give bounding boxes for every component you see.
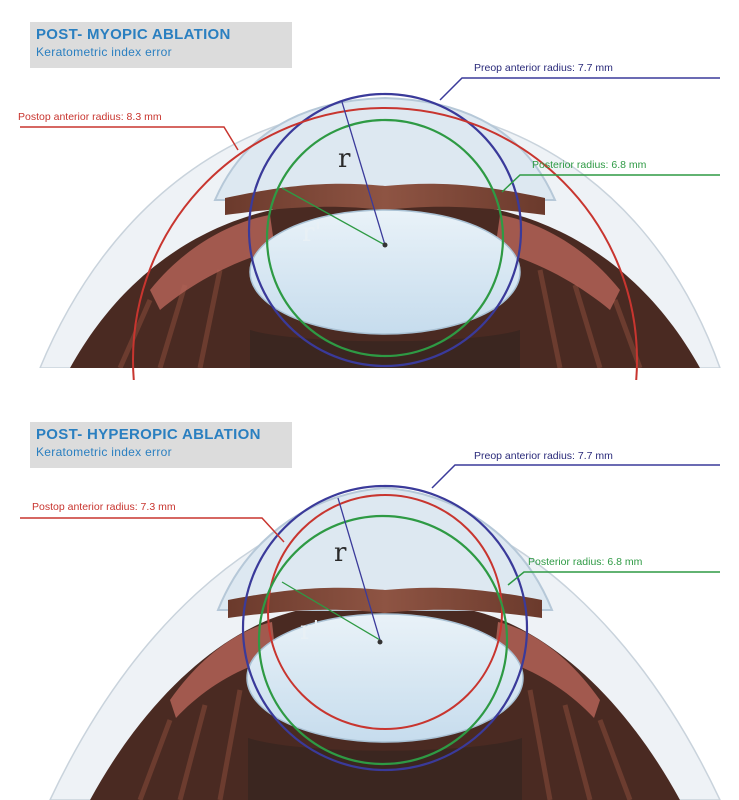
iris xyxy=(228,587,542,618)
r-prime-line xyxy=(281,581,381,641)
lens xyxy=(246,613,524,743)
r-label: r xyxy=(338,144,351,174)
r-label: r xyxy=(334,538,347,568)
r-prime-line xyxy=(281,187,386,246)
preop-anterior-circle xyxy=(247,92,523,368)
preop-callout-line xyxy=(431,464,720,489)
cornea xyxy=(216,486,554,611)
postop-label: Postop anterior radius: 7.3 mm xyxy=(32,501,176,513)
myopic-eye-diagram xyxy=(20,77,721,380)
hyperopic-eye-diagram xyxy=(20,464,721,800)
posterior-callout-line xyxy=(507,571,720,586)
iris xyxy=(225,183,545,215)
postop-anterior-circle xyxy=(132,107,638,380)
cornea xyxy=(213,96,557,201)
posterior-label: Posterior radius: 6.8 mm xyxy=(528,556,643,568)
r-prime-label: r' xyxy=(300,616,320,646)
postop-label: Postop anterior radius: 8.3 mm xyxy=(18,111,162,123)
r-line xyxy=(337,497,381,641)
posterior-label: Posterior radius: 6.8 mm xyxy=(532,159,647,171)
posterior-circle xyxy=(257,514,509,766)
panel-subtitle: Keratometric index error xyxy=(36,45,172,59)
panel-title: POST- MYOPIC ABLATION xyxy=(36,26,231,43)
posterior-circle xyxy=(265,118,505,358)
r-line xyxy=(341,101,386,246)
preop-callout-line xyxy=(439,77,720,101)
preop-label: Preop anterior radius: 7.7 mm xyxy=(474,450,613,462)
posterior-callout-line xyxy=(501,174,720,193)
ciliary-red xyxy=(170,622,276,718)
hyperopic-panel: POST- HYPEROPIC ABLATION Keratometric in… xyxy=(0,400,739,800)
postop-anterior-circle xyxy=(267,494,503,730)
choroid-stripes xyxy=(137,689,633,800)
title-box: POST- HYPEROPIC ABLATION Keratometric in… xyxy=(30,422,292,468)
panel-title: POST- HYPEROPIC ABLATION xyxy=(36,426,261,443)
r-prime-label: r' xyxy=(302,218,322,248)
lens xyxy=(249,209,521,335)
postop-callout-line xyxy=(20,126,239,151)
ciliary-red xyxy=(150,215,275,310)
title-box: POST- MYOPIC ABLATION Keratometric index… xyxy=(30,22,292,68)
postop-callout-line xyxy=(20,517,285,543)
preop-anterior-circle xyxy=(241,484,529,772)
myopic-panel: POST- MYOPIC ABLATION Keratometric index… xyxy=(0,0,739,380)
panel-subtitle: Keratometric index error xyxy=(36,445,172,459)
preop-label: Preop anterior radius: 7.7 mm xyxy=(474,62,613,74)
